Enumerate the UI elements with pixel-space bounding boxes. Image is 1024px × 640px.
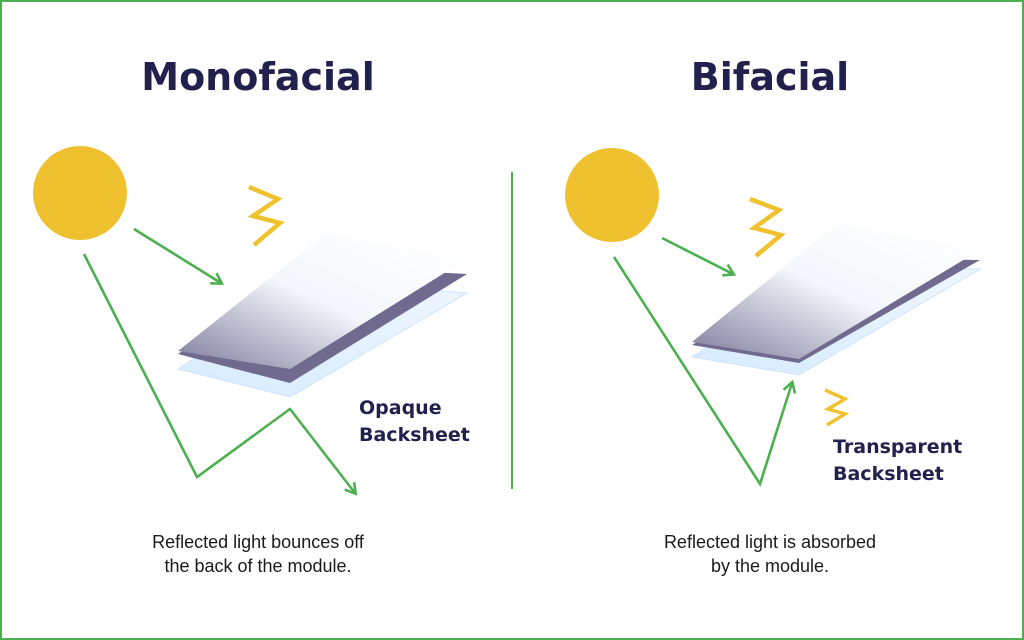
sun-icon — [565, 148, 659, 242]
caption-line: Reflected light is absorbed — [663, 532, 877, 552]
light-ray-arrow-icon — [133, 227, 221, 283]
lightning-bolt-icon — [748, 196, 786, 258]
caption-line: Reflected light bounces off — [152, 532, 364, 552]
reflected-light-arrow — [82, 253, 355, 493]
sun-icon — [33, 146, 127, 240]
bifacial-caption: Reflected light is absorbed by the modul… — [580, 530, 960, 578]
label-line: Backsheet — [359, 424, 470, 446]
label-line: Transparent — [833, 436, 963, 458]
solar-panel-icon — [690, 224, 982, 376]
lightning-bolt-icon — [247, 184, 285, 247]
light-ray-arrow-icon — [661, 236, 733, 274]
label-line: Opaque — [359, 397, 442, 419]
reflected-light-arrow — [612, 256, 792, 488]
transparent-backsheet-label: Transparent Backsheet — [833, 434, 962, 488]
label-line: Backsheet — [833, 463, 944, 485]
bifacial-section — [565, 148, 982, 488]
monofacial-caption: Reflected light bounces off the back of … — [68, 530, 448, 578]
caption-line: by the module. — [710, 556, 830, 576]
solar-panel-icon — [176, 234, 469, 398]
monofacial-title: Monofacial — [141, 55, 375, 99]
caption-line: the back of the module. — [164, 556, 352, 576]
opaque-backsheet-label: Opaque Backsheet — [359, 395, 470, 449]
monofacial-section — [33, 146, 469, 493]
lightning-bolt-icon — [823, 388, 850, 427]
bifacial-title: Bifacial — [690, 55, 850, 99]
